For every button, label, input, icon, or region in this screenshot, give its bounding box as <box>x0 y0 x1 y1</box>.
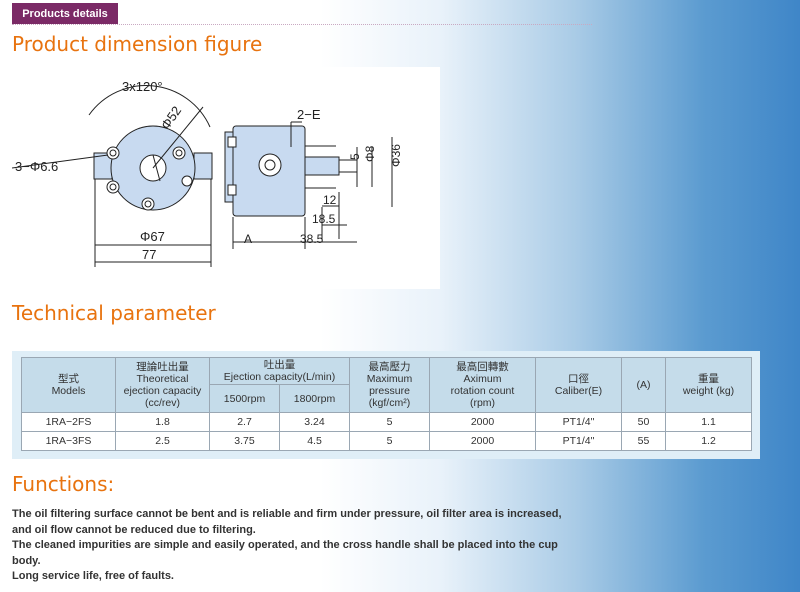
label-d8: Φ8 <box>363 145 377 162</box>
cell-1800: 4.5 <box>279 431 350 451</box>
cell-caliber: PT1/4" <box>535 412 622 432</box>
col-1500rpm: 1500rpm <box>209 384 280 413</box>
cell-1500: 3.75 <box>209 431 280 451</box>
label-d67: Φ67 <box>140 229 165 244</box>
cell-rotation: 2000 <box>429 431 536 451</box>
products-details-tab[interactable]: Products details <box>12 3 118 24</box>
col-1800rpm: 1800rpm <box>279 384 350 413</box>
dimension-drawing: 3x120° Φ52 3−Φ6.6 Φ67 77 <box>12 79 403 267</box>
cell-a: 50 <box>621 412 666 432</box>
side-view <box>224 121 393 249</box>
technical-heading: Technical parameter <box>12 301 216 325</box>
cell-pressure: 5 <box>349 412 430 432</box>
cell-a: 55 <box>621 431 666 451</box>
cell-rotation: 2000 <box>429 412 536 432</box>
table-row: 1RA−3FS 2.5 3.75 4.5 5 2000 PT1/4" 55 1.… <box>21 431 752 451</box>
table-row: 1RA−2FS 1.8 2.7 3.24 5 2000 PT1/4" 50 1.… <box>21 412 752 432</box>
cell-capacity: 1.8 <box>115 412 210 432</box>
cell-1800: 3.24 <box>279 412 350 432</box>
label-a: A <box>244 232 252 246</box>
label-d5: 5 <box>348 153 362 160</box>
label-l12: 12 <box>323 193 337 207</box>
dimension-figure: 3x120° Φ52 3−Φ6.6 Φ67 77 <box>12 67 440 289</box>
function-paragraph: Long service life, free of faults. <box>12 570 174 583</box>
label-angle: 3x120° <box>122 79 163 94</box>
cell-weight: 1.2 <box>665 431 752 451</box>
label-ports: 2−E <box>297 107 321 122</box>
functions-text: The oil filtering surface cannot be bent… <box>12 507 572 585</box>
label-w77: 77 <box>142 247 156 262</box>
cell-pressure: 5 <box>349 431 430 451</box>
label-d36: Φ36 <box>389 144 403 167</box>
cell-model: 1RA−3FS <box>21 431 116 451</box>
front-view <box>12 85 213 267</box>
cell-caliber: PT1/4" <box>535 431 622 451</box>
label-l18: 18.5 <box>312 212 336 226</box>
functions-heading: Functions: <box>12 472 115 496</box>
label-l38: 38.5 <box>300 232 324 246</box>
cell-1500: 2.7 <box>209 412 280 432</box>
function-paragraph: The cleaned impurities are simple and ea… <box>12 539 558 567</box>
dimension-heading: Product dimension figure <box>12 32 263 56</box>
label-holes: 3−Φ6.6 <box>15 159 58 174</box>
cell-capacity: 2.5 <box>115 431 210 451</box>
cell-weight: 1.1 <box>665 412 752 432</box>
function-paragraph: The oil filtering surface cannot be bent… <box>12 508 562 536</box>
col-a: (A) <box>621 357 666 413</box>
cell-model: 1RA−2FS <box>21 412 116 432</box>
tab-divider <box>12 24 592 25</box>
